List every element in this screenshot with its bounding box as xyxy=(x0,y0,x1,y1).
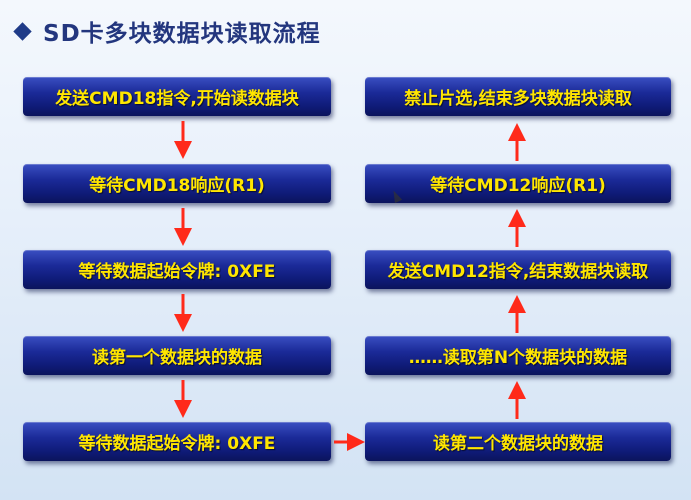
step-right-1: 禁止片选,结束多块数据块读取 xyxy=(365,77,671,116)
step-right-2: 等待CMD12响应(R1) xyxy=(365,164,671,203)
page-title: SD卡多块数据块读取流程 xyxy=(43,21,321,47)
step-right-3: 发送CMD12指令,结束数据块读取 xyxy=(365,250,671,289)
step-right-4: ……读取第N个数据块的数据 xyxy=(365,336,671,375)
step-left-4: 读第一个数据块的数据 xyxy=(23,336,331,375)
step-left-2: 等待CMD18响应(R1) xyxy=(23,164,331,203)
step-left-1: 发送CMD18指令,开始读数据块 xyxy=(23,77,331,116)
title-bar: SD卡多块数据块读取流程 xyxy=(12,14,321,48)
step-left-5: 等待数据起始令牌: 0XFE xyxy=(23,422,331,461)
step-right-5: 读第二个数据块的数据 xyxy=(365,422,671,461)
step-left-3: 等待数据起始令牌: 0XFE xyxy=(23,250,331,289)
